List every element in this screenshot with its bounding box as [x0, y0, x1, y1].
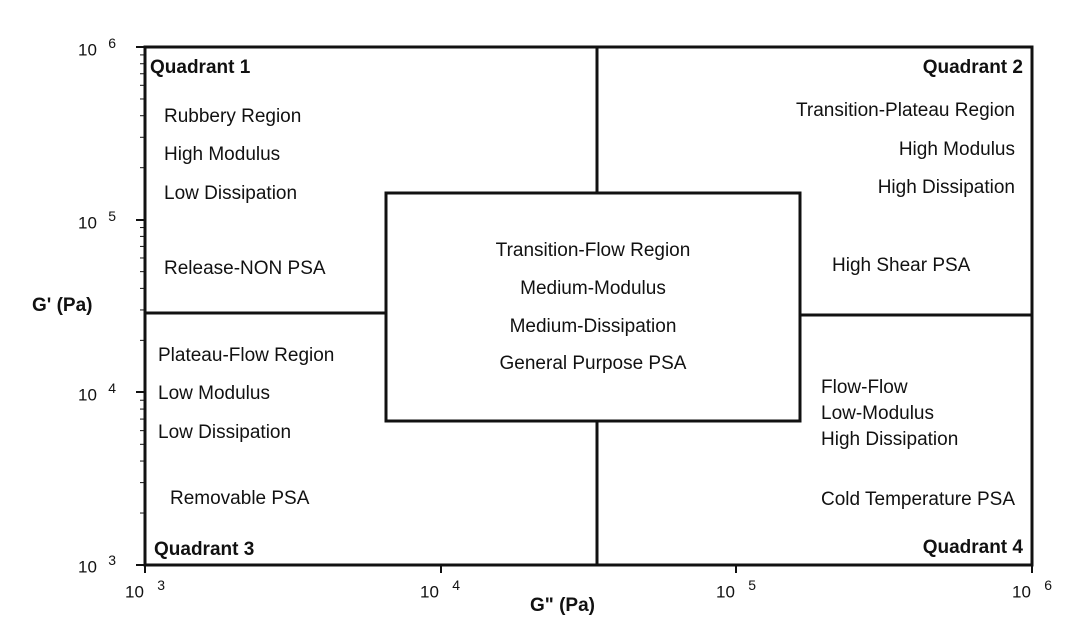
quadrant-2-line: High Dissipation [877, 177, 1015, 198]
x-tick-label-1e5: 10 5 [716, 577, 756, 602]
quadrant-3-line: Plateau-Flow Region [158, 345, 335, 366]
quadrant-1-line: Low Dissipation [164, 183, 298, 204]
center-region-box [384, 191, 802, 423]
x-tick-label-1e6: 10 6 [1012, 577, 1052, 602]
quadrant-2-line: High Modulus [898, 139, 1015, 160]
quadrant-4-line: Low-Modulus [821, 403, 934, 424]
quadrant-2-line: Transition-Plateau Region [796, 100, 1015, 121]
center-region-line: Medium-Dissipation [509, 316, 677, 337]
quadrant-4-line: Flow-Flow [821, 377, 908, 398]
x-axis-title: G" (Pa) [530, 595, 595, 616]
y-tick-label-1e3: 10 3 [78, 552, 116, 577]
x-tick-label-1e3: 10 3 [125, 577, 165, 602]
plot-frame [143, 45, 1034, 567]
quadrant-1-line: High Modulus [164, 144, 281, 165]
center-region-line: Transition-Flow Region [495, 240, 691, 261]
quadrant-3-application: Removable PSA [170, 488, 310, 509]
quadrant-1-title: Quadrant 1 [150, 57, 251, 78]
center-region-line: Medium-Modulus [520, 278, 666, 299]
quadrant-3-line: Low Modulus [158, 383, 270, 404]
y-axis-title: G' (Pa) [32, 295, 93, 316]
quadrant-4-line: High Dissipation [821, 429, 959, 450]
x-tick-label-1e4: 10 4 [420, 577, 460, 602]
quadrant-2-title: Quadrant 2 [922, 57, 1023, 78]
center-region-application: General Purpose PSA [499, 353, 687, 374]
quadrant-2-application: High Shear PSA [832, 255, 971, 276]
quadrant-1-line: Rubbery Region [164, 106, 302, 127]
quadrant-1-application: Release-NON PSA [164, 258, 326, 279]
y-tick-label-1e5: 10 5 [78, 208, 116, 233]
quadrant-3-line: Low Dissipation [158, 422, 292, 443]
quadrant-3-title: Quadrant 3 [154, 539, 255, 560]
y-tick-label-1e6: 10 6 [78, 35, 116, 60]
y-tick-label-1e4: 10 4 [78, 380, 116, 405]
quadrant-4-application: Cold Temperature PSA [821, 489, 1015, 510]
quadrant-4-title: Quadrant 4 [922, 537, 1023, 558]
